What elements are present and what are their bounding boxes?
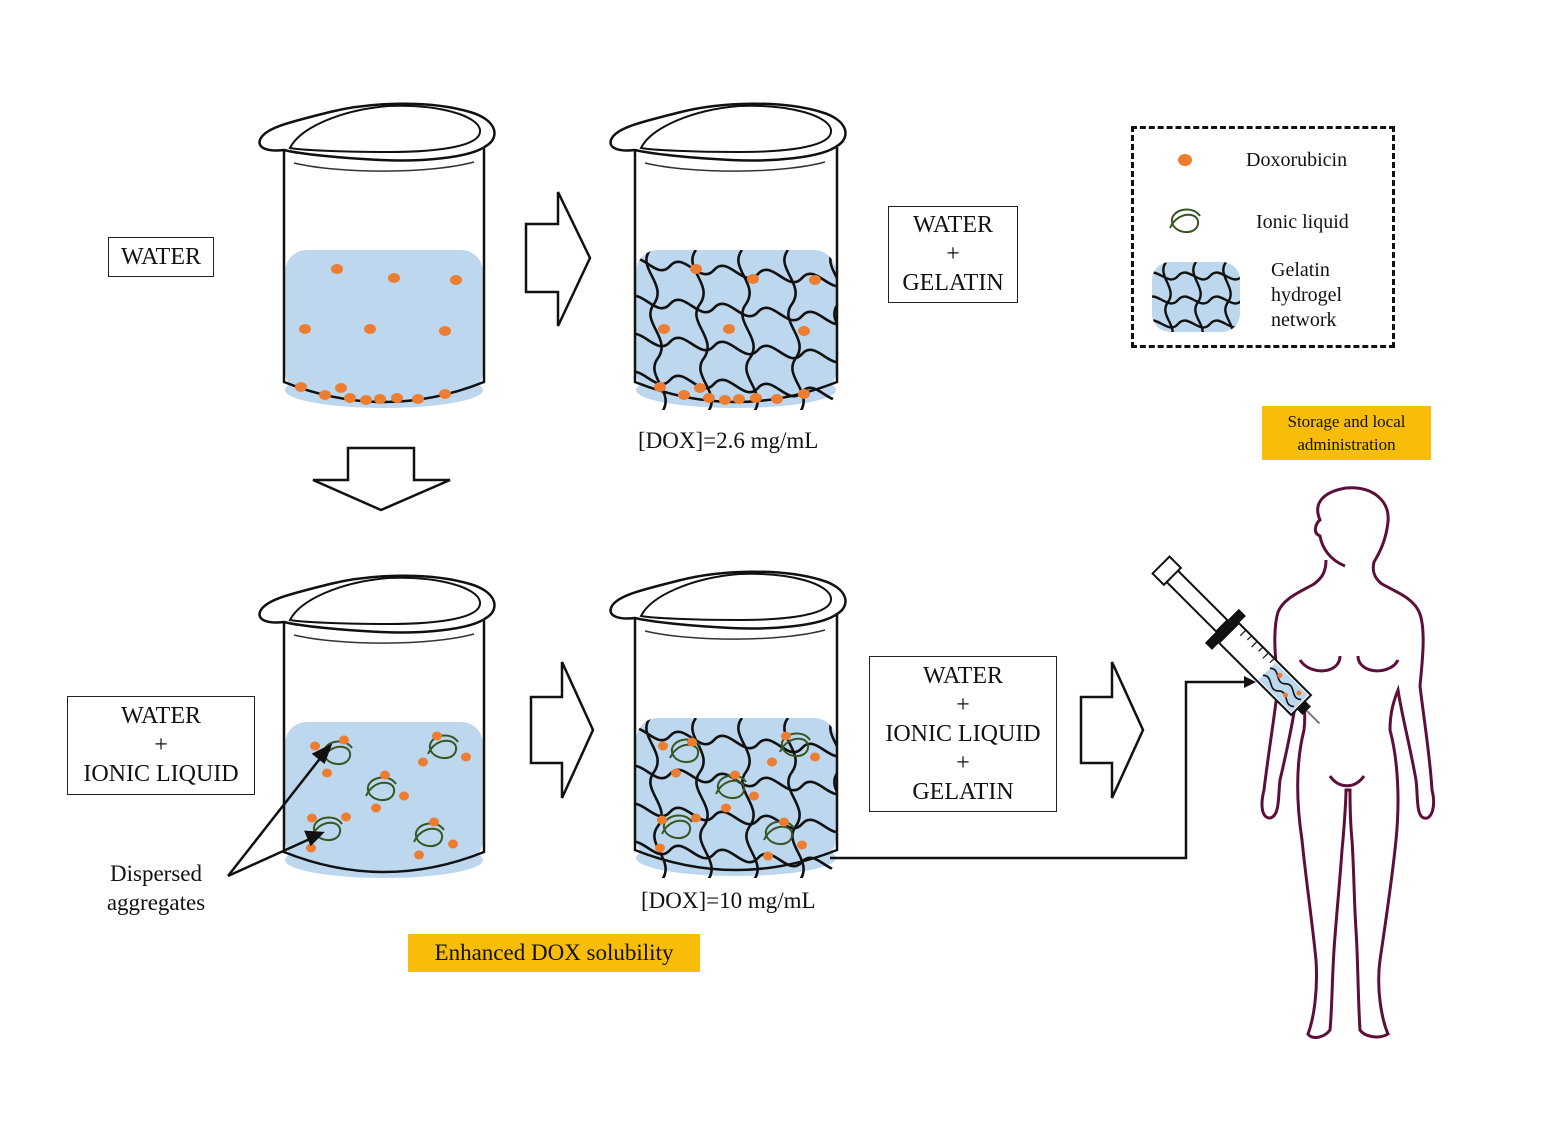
human-body-outline: [1260, 486, 1436, 1039]
label-water-text: WATER: [121, 243, 201, 270]
legend: [1131, 126, 1395, 348]
legend-gelatin-swatch: [1152, 262, 1240, 332]
legend-gelatin-line-3: network: [1271, 309, 1337, 331]
label-plus-text: +: [946, 241, 960, 267]
label-ionic-liquid-text: IONIC LIQUID: [83, 761, 239, 787]
enhanced-solubility-highlight: Enhanced DOX solubility: [408, 934, 700, 972]
legend-gelatin-label: Gelatin hydrogel network: [1271, 258, 1342, 333]
label-water-text: WATER: [913, 212, 993, 238]
arrow-down: [312, 446, 451, 512]
label-water: WATER: [108, 237, 214, 277]
label-water-text: WATER: [121, 703, 201, 729]
aggregate-pointer-arrows: [227, 743, 333, 878]
dox-concentration-high: [DOX]=10 mg/mL: [641, 888, 816, 913]
label-ionic-liquid-text: IONIC LIQUID: [885, 720, 1041, 747]
legend-gelatin-line-2: hydrogel: [1271, 284, 1343, 306]
legend-doxorubicin-label: Doxorubicin: [1246, 149, 1348, 171]
label-water-text: WATER: [923, 662, 1003, 689]
doxorubicin-particles: [295, 264, 462, 405]
beaker-water-il-gelatin: [609, 570, 847, 878]
arrow-right-to-patient: [1079, 661, 1145, 799]
dox-concentration-low: [DOX]=2.6 mg/mL: [638, 428, 819, 453]
label-plus-text: +: [956, 691, 970, 718]
beaker-water: [258, 102, 496, 408]
storage-administration-highlight: Storage and local administration: [1262, 406, 1431, 460]
syringe: [1151, 555, 1321, 725]
connector-line: [830, 680, 1248, 860]
ionic-liquid-aggregates: [311, 734, 459, 847]
enhanced-solubility-text: Enhanced DOX solubility: [434, 940, 674, 965]
dispersed-aggregates-label: Dispersed aggregates: [100, 859, 212, 917]
label-gelatin-text: GELATIN: [912, 778, 1014, 805]
label-plus-text: +: [956, 749, 970, 776]
legend-ionic-liquid-label: Ionic liquid: [1256, 211, 1349, 233]
label-water-gelatin: WATER + GELATIN: [888, 206, 1018, 303]
label-plus-text: +: [154, 732, 168, 758]
legend-ionic-liquid-swatch: [1169, 208, 1201, 233]
legend-doxorubicin-swatch: [1178, 154, 1192, 166]
dispersed-line-2: aggregates: [106, 890, 206, 915]
beaker-water-gelatin: [609, 102, 847, 410]
label-water-il-gelatin: WATER + IONIC LIQUID + GELATIN: [869, 656, 1057, 812]
arrow-right-bottom: [529, 661, 595, 799]
dispersed-line-1: Dispersed: [110, 861, 202, 886]
storage-line-2: administration: [1297, 435, 1396, 454]
storage-line-1: Storage and local: [1287, 412, 1406, 431]
arrow-right-top: [524, 191, 592, 327]
label-gelatin-text: GELATIN: [902, 270, 1004, 296]
label-water-ionic-liquid: WATER + IONIC LIQUID: [67, 696, 255, 795]
legend-gelatin-line-1: Gelatin: [1271, 259, 1330, 281]
hydrogel-network: [636, 250, 836, 410]
beaker-water-ionic-liquid: [258, 574, 496, 878]
